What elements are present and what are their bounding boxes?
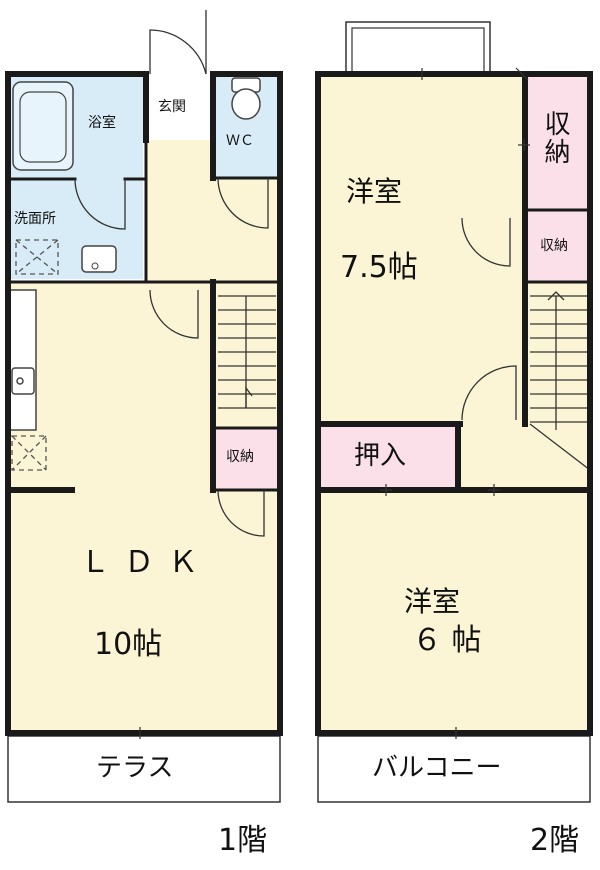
bathtub-icon — [12, 81, 74, 171]
room-label-wc: ＷＣ — [226, 133, 254, 149]
room-size-western1: 7.5帖 — [340, 250, 418, 285]
second-floor — [315, 21, 593, 803]
room-label-washroom: 洗面所 — [14, 211, 56, 227]
balcony-fill — [317, 735, 591, 803]
walls-2f — [315, 71, 593, 736]
hall-fill — [146, 140, 213, 290]
doors-2f — [461, 217, 517, 421]
room-size-western2: ６ 帖 — [412, 623, 482, 658]
room-label-western2: 洋室 — [404, 585, 461, 618]
storage-small-fill — [525, 210, 590, 282]
western1-fill — [318, 74, 525, 424]
western2-fill — [318, 490, 590, 733]
fridge-space-icon — [11, 435, 47, 471]
kitchen-counter — [7, 289, 37, 431]
toilet-icon — [231, 77, 261, 120]
room-label-ldk: ＬＤＫ — [80, 545, 212, 580]
room-size-ldk: 10帖 — [94, 627, 163, 662]
storage-large-fill — [525, 74, 590, 210]
washer-space-icon — [15, 239, 59, 275]
room-label-storage-1f: 収納 — [226, 449, 254, 465]
room-label-entrance: 玄関 — [158, 99, 186, 115]
storage1-fill — [213, 428, 280, 490]
ldk-fill — [8, 282, 213, 733]
top-balcony-frame — [345, 21, 491, 75]
room-label-bath: 浴室 — [88, 115, 116, 131]
floor-label-1f: 1階 — [218, 823, 268, 858]
hall-2f-fill — [525, 282, 590, 490]
entrance-fill — [146, 74, 213, 140]
room-label-closet: 押入 — [354, 441, 407, 471]
staircase-2f — [529, 291, 591, 471]
ldk-lower-fill — [213, 490, 280, 733]
terrace-label: テラス — [96, 753, 174, 783]
doors-1f — [74, 10, 269, 537]
closet-fill — [318, 424, 458, 490]
staircase-1f — [218, 295, 276, 409]
terrace-fill — [7, 735, 281, 803]
walls-1f — [5, 71, 283, 736]
room-label-western1: 洋室 — [346, 175, 403, 208]
first-floor — [5, 10, 283, 803]
balcony-label: バルコニー — [372, 753, 502, 783]
floor-label-2f: 2階 — [530, 823, 580, 858]
room-label-storage-large: 収納 — [540, 110, 570, 166]
room-label-storage-small: 収納 — [540, 238, 568, 254]
hall-2f-lower-fill — [458, 424, 525, 490]
washbasin-icon — [81, 245, 117, 273]
